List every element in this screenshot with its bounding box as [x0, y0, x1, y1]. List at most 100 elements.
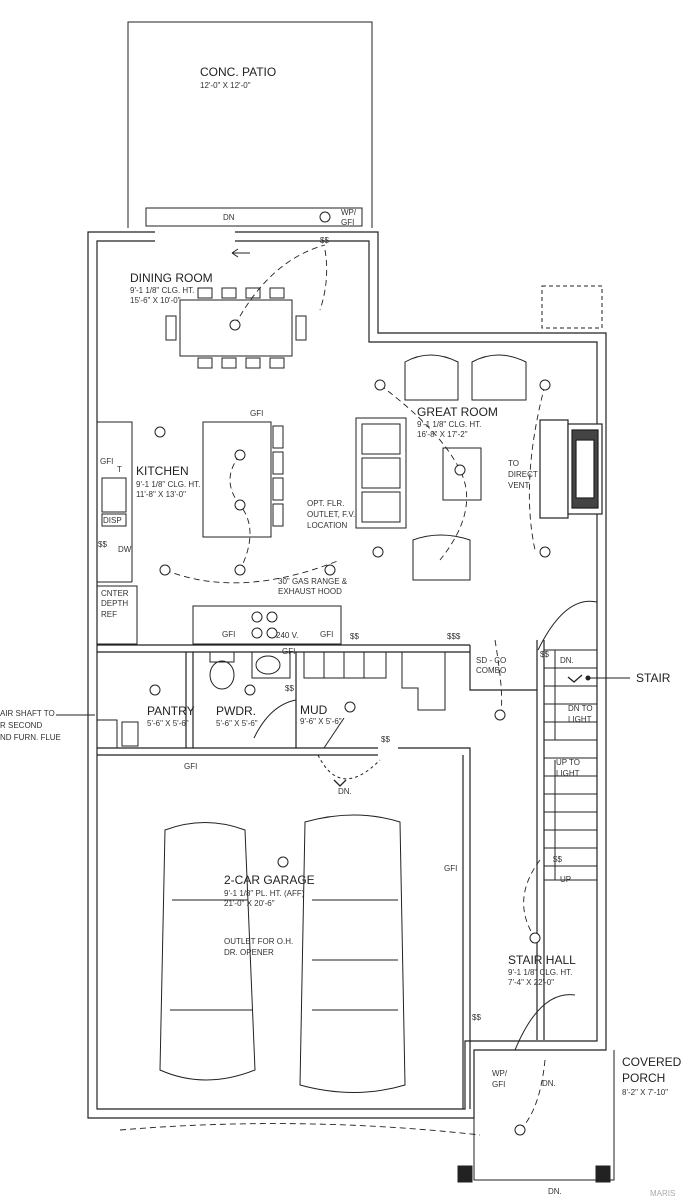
- kitchen-counters: [96, 421, 342, 645]
- pantry-dims: 5'-6" X 5'-6": [147, 719, 189, 728]
- opt-note-2: OUTLET, F.V.: [307, 510, 356, 519]
- switch-triple: $$$: [447, 632, 461, 641]
- patio-dims: 12'-0" X 12'-0": [200, 81, 251, 90]
- switch-stair-top: $$: [540, 650, 549, 659]
- dn-light-note-1: DN TO: [568, 704, 593, 713]
- opener-note-1: OUTLET FOR O.H.: [224, 937, 294, 946]
- stair-label: STAIR: [636, 671, 671, 685]
- porch-dims: 8'-2" X 7'-10": [622, 1088, 669, 1097]
- dining-label: DINING ROOM: [130, 271, 213, 285]
- disp-note: DISP: [103, 516, 122, 525]
- stairs: [543, 649, 598, 881]
- smoke-note-2: COMBO: [476, 666, 507, 675]
- gfi-sink: GFI: [100, 457, 114, 466]
- kitchen-dims: 11'-8" X 13'-0": [136, 490, 186, 499]
- porch-label-1: COVERED: [622, 1055, 682, 1069]
- switch-stair-hall: $$: [472, 1013, 481, 1022]
- dn-bottom: DN.: [548, 1187, 562, 1196]
- pwdr-sink: [251, 651, 291, 679]
- patio-arrow: [231, 248, 250, 258]
- switch-stair-bottom: $$: [553, 855, 562, 864]
- ref-note-1: CNTER: [101, 589, 129, 598]
- gfi-counter-1: GFI: [222, 630, 236, 639]
- light-fixtures: [149, 211, 551, 1136]
- up-light-note-1: UP TO: [556, 758, 581, 767]
- mud-dims: 9'-6" X 5'-6": [300, 717, 342, 726]
- gfi-island: GFI: [250, 409, 264, 418]
- vent-note-3: VENT: [508, 481, 530, 490]
- watermark: MARIS: [650, 1189, 676, 1198]
- gfi-garage-left: GFI: [184, 762, 198, 771]
- ref-note-2: DEPTH: [101, 599, 129, 608]
- t-note: T: [117, 465, 122, 474]
- dn-porch: DN.: [542, 1079, 556, 1088]
- great-room-ceiling: 9'-1 1/8" CLG. HT.: [417, 420, 482, 429]
- up-light-note-2: LIGHT: [556, 769, 580, 778]
- stair-hall-label: STAIR HALL: [508, 953, 576, 967]
- great-room-furniture: [355, 354, 527, 581]
- island-stools: [272, 425, 284, 527]
- pantry-shelf: [96, 719, 118, 749]
- gfi-counter-2: GFI: [320, 630, 334, 639]
- switch-pwdr: $$: [285, 684, 294, 693]
- opener-note-2: DR. OPENER: [224, 948, 274, 957]
- garage-dims: 21'-0" X 20'-6": [224, 899, 275, 908]
- range-note-2: EXHAUST HOOD: [278, 587, 342, 596]
- dining-dims: 15'-6" X 10'-0": [130, 296, 181, 305]
- patio-step: [145, 207, 363, 227]
- powder-label: PWDR.: [216, 704, 256, 718]
- patio-label: CONC. PATIO: [200, 65, 277, 79]
- garage-label: 2-CAR GARAGE: [224, 873, 315, 887]
- flue-note-3: ND FURN. FLUE: [0, 733, 61, 742]
- gfi-pwdr: GFI: [282, 647, 296, 656]
- opt-note-1: OPT. FLR.: [307, 499, 345, 508]
- great-room-label: GREAT ROOM: [417, 405, 498, 419]
- kitchen-ceiling: 9'-1 1/8" CLG. HT.: [136, 480, 201, 489]
- smoke-note-1: SD - CO: [476, 656, 507, 665]
- exterior-walls: [87, 231, 607, 1119]
- garage-ceiling: 9'-1 1/8" PL. HT. (AFF): [224, 889, 305, 898]
- toilet: [209, 660, 235, 690]
- ref-note-3: REF: [101, 610, 117, 619]
- kitchen-label: KITCHEN: [136, 464, 189, 478]
- gfi-note-top: GFI: [341, 218, 355, 227]
- kitchen-island: [202, 421, 272, 538]
- vent-box-top: [541, 285, 603, 329]
- switch-counter: $$: [350, 632, 359, 641]
- flue-note-2: R SECOND: [0, 721, 43, 730]
- porch-label-2: PORCH: [622, 1071, 666, 1085]
- switch-kitchen: $$: [98, 540, 107, 549]
- great-room-dims: 16'-8" X 17'-2": [417, 430, 468, 439]
- voltage-note: 240 V.: [276, 631, 299, 640]
- flue-note-1: AIR SHAFT TO: [0, 709, 55, 718]
- mud-label: MUD: [300, 703, 328, 717]
- vent-note-1: TO: [508, 459, 519, 468]
- garage-arrow: [333, 779, 347, 787]
- dn-light-note-2: LIGHT: [568, 715, 592, 724]
- switch-patio: $$: [320, 236, 329, 245]
- stair-hall-dims: 7'-4" X 22'-0": [508, 978, 555, 987]
- opt-note-3: LOCATION: [307, 521, 348, 530]
- dw-note: DW: [118, 545, 132, 554]
- stair-dn-note: DN.: [560, 656, 574, 665]
- wp-note-top: WP/: [341, 208, 357, 217]
- powder-dims: 5'-6" X 5'-6": [216, 719, 258, 728]
- gfi-garage-right: GFI: [444, 864, 458, 873]
- up-note: UP: [560, 875, 572, 884]
- stair-hall-ceiling: 9'-1 1/8" CLG. HT.: [508, 968, 573, 977]
- gfi-porch: GFI: [492, 1080, 506, 1089]
- wp-porch: WP/: [492, 1069, 508, 1078]
- switch-mud: $$: [381, 735, 390, 744]
- patio-outline: [127, 21, 373, 228]
- range-note-1: 30" GAS RANGE &: [278, 577, 348, 586]
- fireplace: [539, 419, 603, 519]
- garage-dn-note: DN.: [338, 787, 352, 796]
- dining-table: [165, 287, 307, 369]
- porch-outline: [457, 1050, 615, 1183]
- patio-door-gap: [155, 230, 235, 242]
- dining-ceiling: 9'-1 1/8" CLG. HT.: [130, 286, 195, 295]
- door-swings: [253, 600, 598, 1051]
- pantry-label: PANTRY: [147, 704, 195, 718]
- vent-note-2: DIRECT: [508, 470, 538, 479]
